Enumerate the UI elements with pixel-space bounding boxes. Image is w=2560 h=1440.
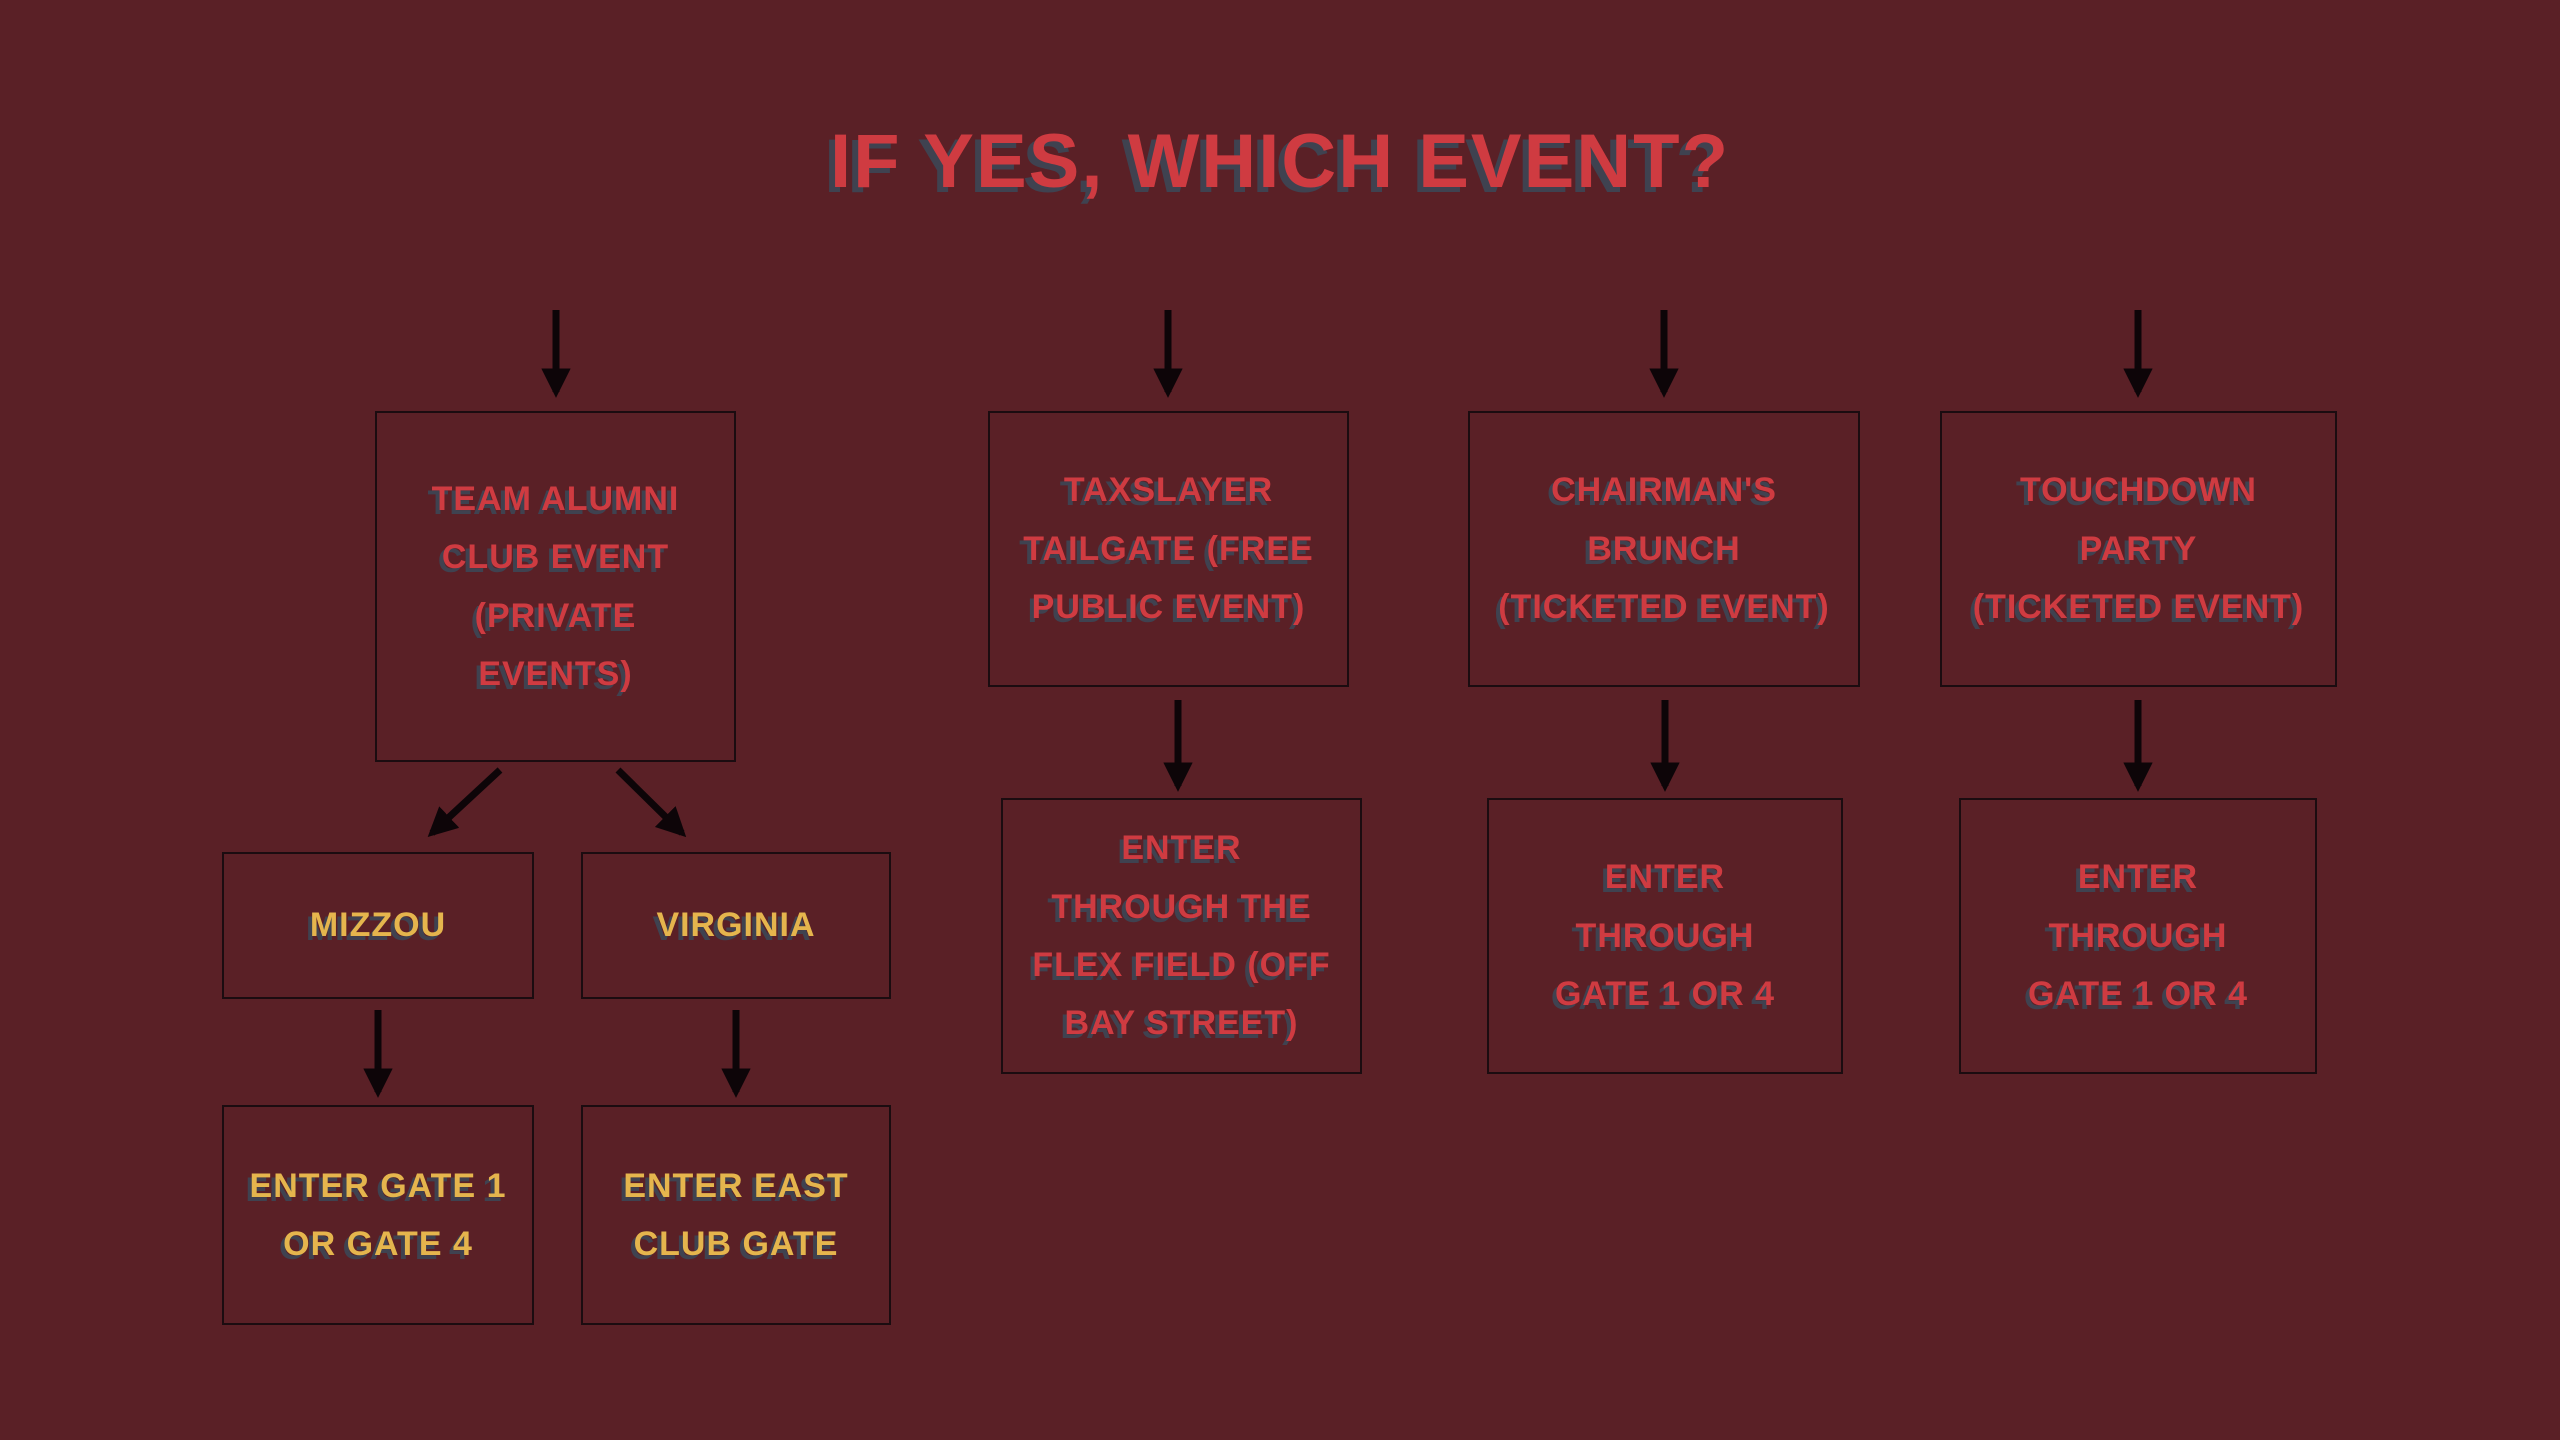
node-chairmans-label: CHAIRMAN'S BRUNCH (TICKETED EVENT)	[1498, 471, 1830, 627]
node-touchdown-party: TOUCHDOWN PARTY (TICKETED EVENT)	[1940, 411, 2337, 687]
node-touchdown-gate-label: ENTER THROUGH GATE 1 OR 4	[2027, 858, 2249, 1014]
node-mizzou-gate: ENTER GATE 1 OR GATE 4	[222, 1105, 534, 1325]
arrow-team-alumni-to-virginia	[615, 767, 687, 838]
page-title: IF YES, WHICH EVENT?	[829, 119, 1730, 204]
node-taxslayer-gate: ENTER THROUGH THE FLEX FIELD (OFF BAY ST…	[1001, 798, 1362, 1074]
node-mizzou-gate-label: ENTER GATE 1 OR GATE 4	[249, 1166, 507, 1263]
node-chairmans-gate-label: ENTER THROUGH GATE 1 OR 4	[1554, 858, 1776, 1014]
node-mizzou-label: MIZZOU	[309, 906, 447, 945]
node-virginia: VIRGINIA	[581, 852, 891, 999]
node-virginia-label: VIRGINIA	[656, 906, 816, 945]
node-touchdown-label: TOUCHDOWN PARTY (TICKETED EVENT)	[1972, 471, 2305, 627]
node-team-alumni-club-event: TEAM ALUMNI CLUB EVENT (PRIVATE EVENTS)	[375, 411, 736, 762]
node-touchdown-gate: ENTER THROUGH GATE 1 OR 4	[1959, 798, 2317, 1074]
node-team-alumni-label: TEAM ALUMNI CLUB EVENT (PRIVATE EVENTS)	[431, 479, 680, 693]
node-virginia-gate-label: ENTER EAST CLUB GATE	[623, 1166, 849, 1263]
node-taxslayer-gate-label: ENTER THROUGH THE FLEX FIELD (OFF BAY ST…	[1032, 829, 1331, 1043]
arrow-team-alumni-to-mizzou	[427, 767, 503, 837]
node-mizzou: MIZZOU	[222, 852, 534, 999]
node-taxslayer-tailgate: TAXSLAYER TAILGATE (FREE PUBLIC EVENT)	[988, 411, 1349, 687]
node-virginia-gate: ENTER EAST CLUB GATE	[581, 1105, 891, 1325]
node-chairmans-gate: ENTER THROUGH GATE 1 OR 4	[1487, 798, 1843, 1074]
node-chairmans-brunch: CHAIRMAN'S BRUNCH (TICKETED EVENT)	[1468, 411, 1860, 687]
node-taxslayer-label: TAXSLAYER TAILGATE (FREE PUBLIC EVENT)	[1023, 471, 1314, 627]
